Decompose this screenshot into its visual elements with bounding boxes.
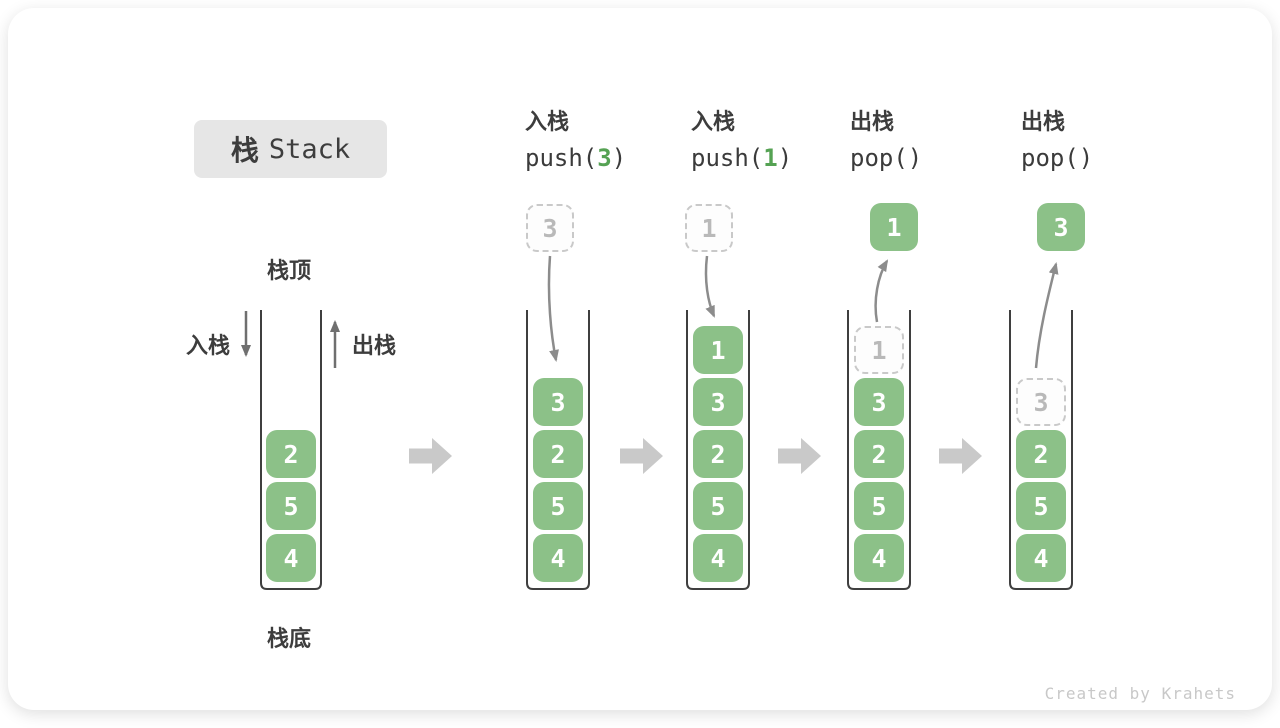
floating-cell-popped: 1	[870, 203, 918, 251]
op-code-pre: push(	[525, 144, 598, 172]
stack-cell: 4	[854, 534, 904, 582]
op-name: 入栈	[525, 109, 570, 134]
op-header-push-1: 入栈 push(1)	[691, 108, 861, 173]
op-header-pop-3: 出栈 pop()	[1021, 108, 1191, 173]
op-code: push(3)	[525, 143, 695, 173]
op-header-push-3: 入栈 push(3)	[525, 108, 695, 173]
step-arrow-icon	[939, 438, 982, 474]
pop-direction-label: 出栈	[352, 333, 397, 358]
stack-cell: 2	[854, 430, 904, 478]
op-code-pre: pop(	[850, 144, 908, 172]
op-code-post: )	[907, 144, 923, 172]
op-header-pop-1: 出栈 pop()	[850, 108, 1020, 173]
pop-motion-arrow-icon	[874, 259, 889, 323]
floating-cell-popped: 3	[1037, 203, 1085, 251]
stack-cell: 3	[693, 378, 743, 426]
push-direction-label: 入栈	[186, 333, 231, 358]
op-code-pre: pop(	[1021, 144, 1079, 172]
floating-cell-dashed: 3	[526, 204, 574, 252]
pop-motion-arrow-icon	[1034, 262, 1059, 369]
stack-containers	[260, 310, 1073, 590]
diagram-lines-layer	[241, 255, 1073, 590]
diagram-card: 栈 Stack 栈顶 栈底 入栈 出栈 入栈 push(3) 入栈 push(1…	[8, 8, 1272, 710]
stack-cell: 3	[533, 378, 583, 426]
stack-cell: 5	[693, 482, 743, 530]
floating-cell-dashed: 1	[685, 204, 733, 252]
stack-container	[686, 310, 750, 590]
stack-container	[526, 310, 590, 590]
stack-cell: 2	[693, 430, 743, 478]
step-arrow-icon	[620, 438, 663, 474]
step-arrow-icon	[778, 438, 821, 474]
stack-cell: 4	[533, 534, 583, 582]
push-motion-arrow-icon	[547, 255, 559, 362]
stack-cell: 5	[533, 482, 583, 530]
title-en: Stack	[268, 133, 351, 165]
op-name: 出栈	[1021, 109, 1066, 134]
op-arg: 3	[597, 144, 612, 172]
ghost-cell: 1	[854, 326, 904, 374]
step-arrow-icon	[409, 438, 452, 474]
step-arrows	[409, 438, 982, 474]
stack-cell: 1	[693, 326, 743, 374]
op-arg: 1	[763, 144, 778, 172]
op-code: pop()	[1021, 143, 1191, 173]
stack-container	[1009, 310, 1073, 590]
stack-container	[847, 310, 911, 590]
op-code-post: )	[1078, 144, 1094, 172]
stack-cell: 3	[854, 378, 904, 426]
op-code-post: )	[777, 144, 793, 172]
stack-cell: 5	[854, 482, 904, 530]
title-badge: 栈 Stack	[194, 120, 387, 178]
ghost-cell: 3	[1016, 378, 1066, 426]
stack-cell: 5	[266, 482, 316, 530]
stack-cell: 4	[266, 534, 316, 582]
op-name: 入栈	[691, 109, 736, 134]
stack-bottom-label: 栈底	[267, 626, 312, 651]
title-zh: 栈	[230, 135, 259, 166]
stack-cell: 2	[533, 430, 583, 478]
stack-cell: 4	[1016, 534, 1066, 582]
stack-cell: 4	[693, 534, 743, 582]
stack-container	[260, 310, 322, 590]
push-motion-arrow-icon	[704, 255, 716, 318]
op-code-pre: push(	[691, 144, 764, 172]
stack-top-label: 栈顶	[267, 258, 312, 283]
stack-cell: 5	[1016, 482, 1066, 530]
op-name: 出栈	[850, 109, 895, 134]
op-code: pop()	[850, 143, 1020, 173]
watermark: Created by Krahets	[1044, 684, 1236, 703]
stack-cell: 2	[266, 430, 316, 478]
op-code: push(1)	[691, 143, 861, 173]
op-code-post: )	[611, 144, 627, 172]
stack-cell: 2	[1016, 430, 1066, 478]
